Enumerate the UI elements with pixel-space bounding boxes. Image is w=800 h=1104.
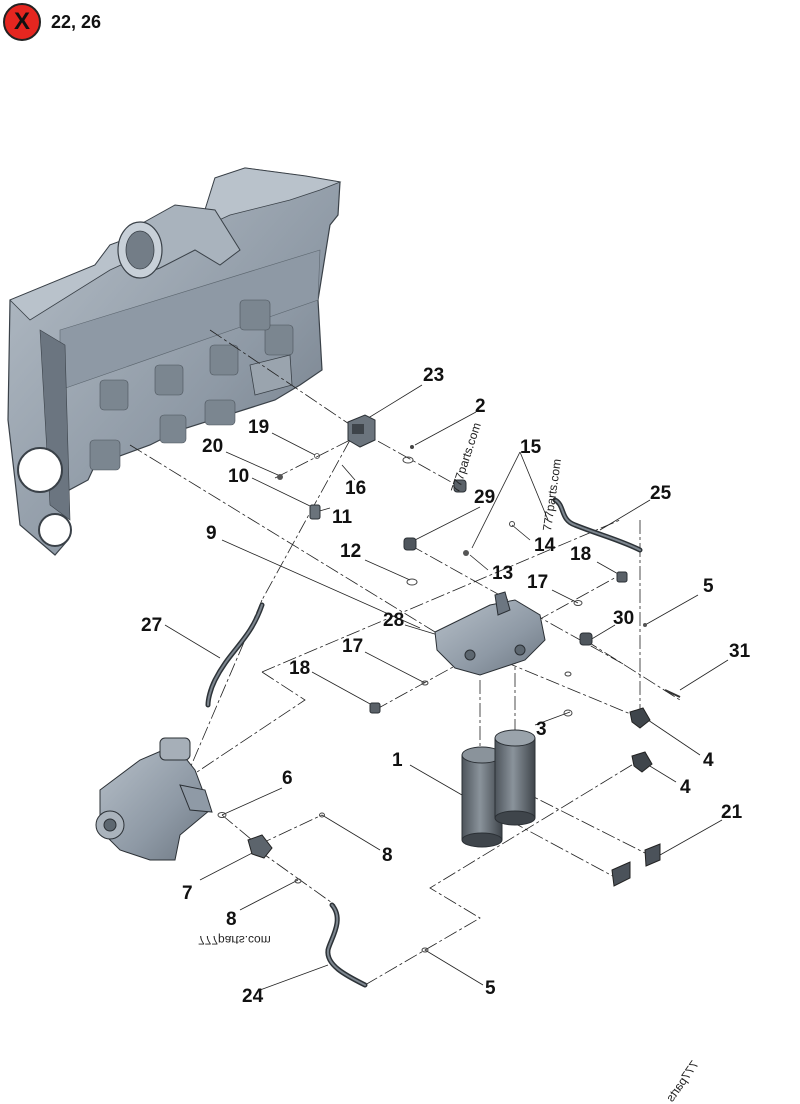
callout-12: 12 [340, 541, 362, 562]
callout-31: 31 [729, 641, 751, 662]
callout-19: 19 [248, 417, 270, 438]
callout-9: 9 [206, 523, 217, 544]
callout-18-upper: 18 [570, 544, 592, 565]
callout-8-right: 8 [382, 845, 393, 866]
filter-head [434, 591, 546, 676]
callout-1: 1 [392, 750, 403, 771]
callout-29: 29 [474, 487, 496, 508]
callout-13: 13 [492, 563, 514, 584]
callout-15: 15 [520, 437, 542, 458]
callout-3: 3 [536, 719, 547, 740]
watermark: 777parts.com [198, 933, 271, 947]
callout-21: 21 [721, 802, 743, 823]
callout-20: 20 [202, 436, 224, 457]
callout-18-lower: 18 [289, 658, 311, 679]
callout-23: 23 [423, 365, 445, 386]
callout-6: 6 [282, 768, 293, 789]
engine-block [7, 167, 342, 556]
assembly-dash-lines [129, 329, 681, 986]
callout-8-left: 8 [226, 909, 237, 930]
callout-5-upper: 5 [703, 576, 714, 597]
callout-2: 2 [475, 396, 486, 417]
callout-24: 24 [242, 986, 264, 1007]
exclusion-x-icon: X [3, 3, 41, 41]
callout-17-lower: 17 [342, 636, 364, 657]
parts-diagram: X 22, 26 [3, 3, 751, 1104]
fuel-lines [205, 497, 643, 988]
callout-14: 14 [534, 535, 556, 556]
leader-lines [164, 384, 729, 991]
callout-27: 27 [141, 615, 163, 636]
callout-11: 11 [332, 507, 353, 528]
callout-25: 25 [650, 483, 672, 504]
callout-30: 30 [613, 608, 635, 629]
small-parts [217, 414, 681, 953]
callout-4-upper: 4 [703, 750, 714, 771]
callout-28: 28 [383, 610, 405, 631]
exploded-view-drawing [7, 167, 729, 991]
fuel-filters [461, 729, 536, 848]
callout-17-upper: 17 [527, 572, 549, 593]
callout-16: 16 [345, 478, 367, 499]
callout-7: 7 [182, 883, 193, 904]
fuel-pump [95, 737, 213, 861]
callout-10: 10 [228, 466, 250, 487]
callout-4-lower: 4 [680, 777, 691, 798]
excluded-items-text: 22, 26 [51, 12, 102, 32]
callout-5-lower: 5 [485, 978, 496, 999]
